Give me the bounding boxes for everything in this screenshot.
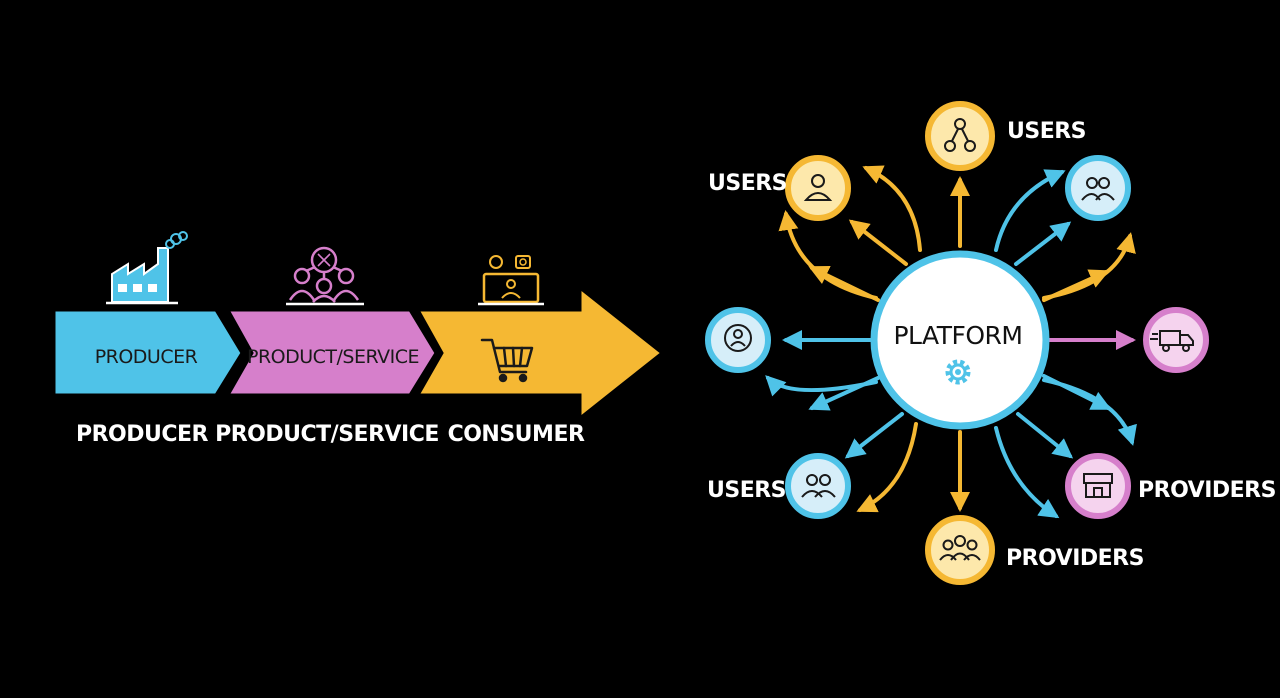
- node-lower-left-label: USERS: [707, 478, 786, 503]
- computer-user-icon: [478, 255, 544, 306]
- node-bottom-label: PROVIDERS: [1006, 546, 1144, 571]
- node-upper-left-label: USERS: [708, 171, 787, 196]
- arrow-lower-left: [844, 412, 904, 459]
- network-node-icon: [944, 118, 976, 152]
- arrow-upper-right: [1014, 221, 1072, 266]
- arrow-lower-right-curve-a: [994, 426, 1060, 519]
- linear-pipeline: PRODUCER PRODUCT/SERVICE: [52, 231, 665, 447]
- node-lower-left: [785, 453, 851, 519]
- network-people-icon: [286, 246, 364, 306]
- product-service-chevron: [225, 308, 438, 397]
- arrow-upper-left: [848, 219, 908, 266]
- product-service-label: PRODUCT/SERVICE: [215, 422, 439, 447]
- arrow-right-upper: [1042, 269, 1110, 302]
- node-left: [705, 307, 771, 373]
- consumer-chevron: [415, 284, 665, 422]
- arrow-right-upper-curve: [1042, 232, 1136, 300]
- node-upper-left: [785, 155, 851, 221]
- arrow-upper-left-curve: [862, 165, 922, 252]
- gear-icon: [945, 359, 971, 385]
- arrow-left-upper: [808, 265, 880, 302]
- arrow-lower-right: [1016, 412, 1074, 459]
- producer-chevron-label: PRODUCER: [95, 346, 198, 368]
- arrow-lower-left-curve: [856, 422, 918, 513]
- node-right: [1143, 307, 1209, 373]
- node-top: [925, 101, 995, 171]
- platform-label: PLATFORM: [893, 321, 1022, 350]
- node-upper-right: [1065, 155, 1131, 221]
- arrow-upper-right-curve: [994, 169, 1066, 252]
- arrow-right-lower: [1042, 374, 1112, 410]
- product-service-chevron-label: PRODUCT/SERVICE: [247, 346, 419, 368]
- users-pair-icon: [801, 474, 836, 498]
- node-lower-right-label: PROVIDERS: [1138, 478, 1276, 503]
- store-icon: [1083, 473, 1113, 498]
- producer-label: PRODUCER: [76, 422, 209, 447]
- platform-hub: PLATFORM: [870, 250, 1050, 430]
- node-lower-right: [1065, 453, 1131, 519]
- arrow-right-lower-curve: [1042, 378, 1137, 446]
- producer-chevron: [52, 308, 244, 397]
- user-icon: [803, 174, 833, 201]
- arrow-left-lower-curve: [765, 375, 878, 397]
- arrow-left-upper-curve: [778, 210, 878, 300]
- platform-network: PLATFORM USERS: [705, 101, 1276, 585]
- group-icon: [939, 535, 981, 561]
- node-top-label: USERS: [1007, 119, 1086, 144]
- delivery-truck-icon: [1150, 330, 1194, 352]
- node-bottom: [925, 515, 995, 585]
- hub-arrows: [765, 165, 1137, 519]
- factory-icon: [106, 231, 188, 305]
- users-group-icon: [1081, 177, 1115, 201]
- shopping-cart-icon: [480, 338, 534, 383]
- user-money-icon: [724, 324, 752, 352]
- consumer-label: CONSUMER: [448, 422, 585, 447]
